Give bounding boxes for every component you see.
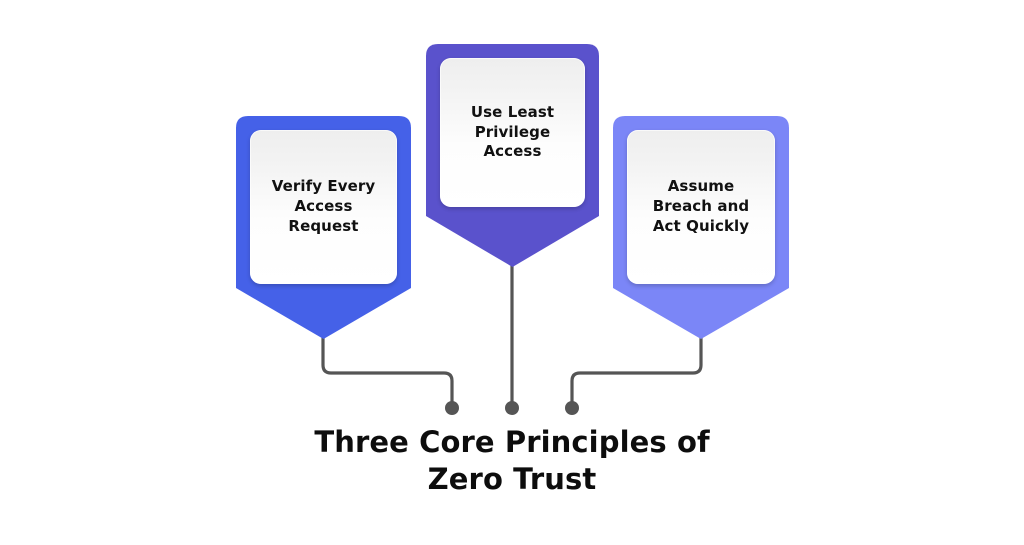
node-card-center: Use Least Privilege Access [440, 58, 585, 207]
node-card-right: Assume Breach and Act Quickly [627, 130, 775, 284]
principle-node-left[interactable]: Verify Every Access Request [236, 116, 411, 339]
node-card-left: Verify Every Access Request [250, 130, 397, 284]
connector-dot-right [565, 401, 579, 415]
diagram-title: Three Core Principles of Zero Trust [314, 425, 710, 497]
principle-node-right[interactable]: Assume Breach and Act Quickly [613, 116, 789, 339]
node-label-right: Assume Breach and Act Quickly [652, 177, 750, 235]
node-label-center: Use Least Privilege Access [470, 102, 555, 161]
connector-dot-left [445, 401, 459, 415]
connector-left [321, 335, 454, 404]
principle-node-center[interactable]: Use Least Privilege Access [426, 44, 599, 267]
connector-right [570, 335, 703, 404]
node-label-left: Verify Every Access Request [271, 177, 376, 235]
connector-dot-center [505, 401, 519, 415]
